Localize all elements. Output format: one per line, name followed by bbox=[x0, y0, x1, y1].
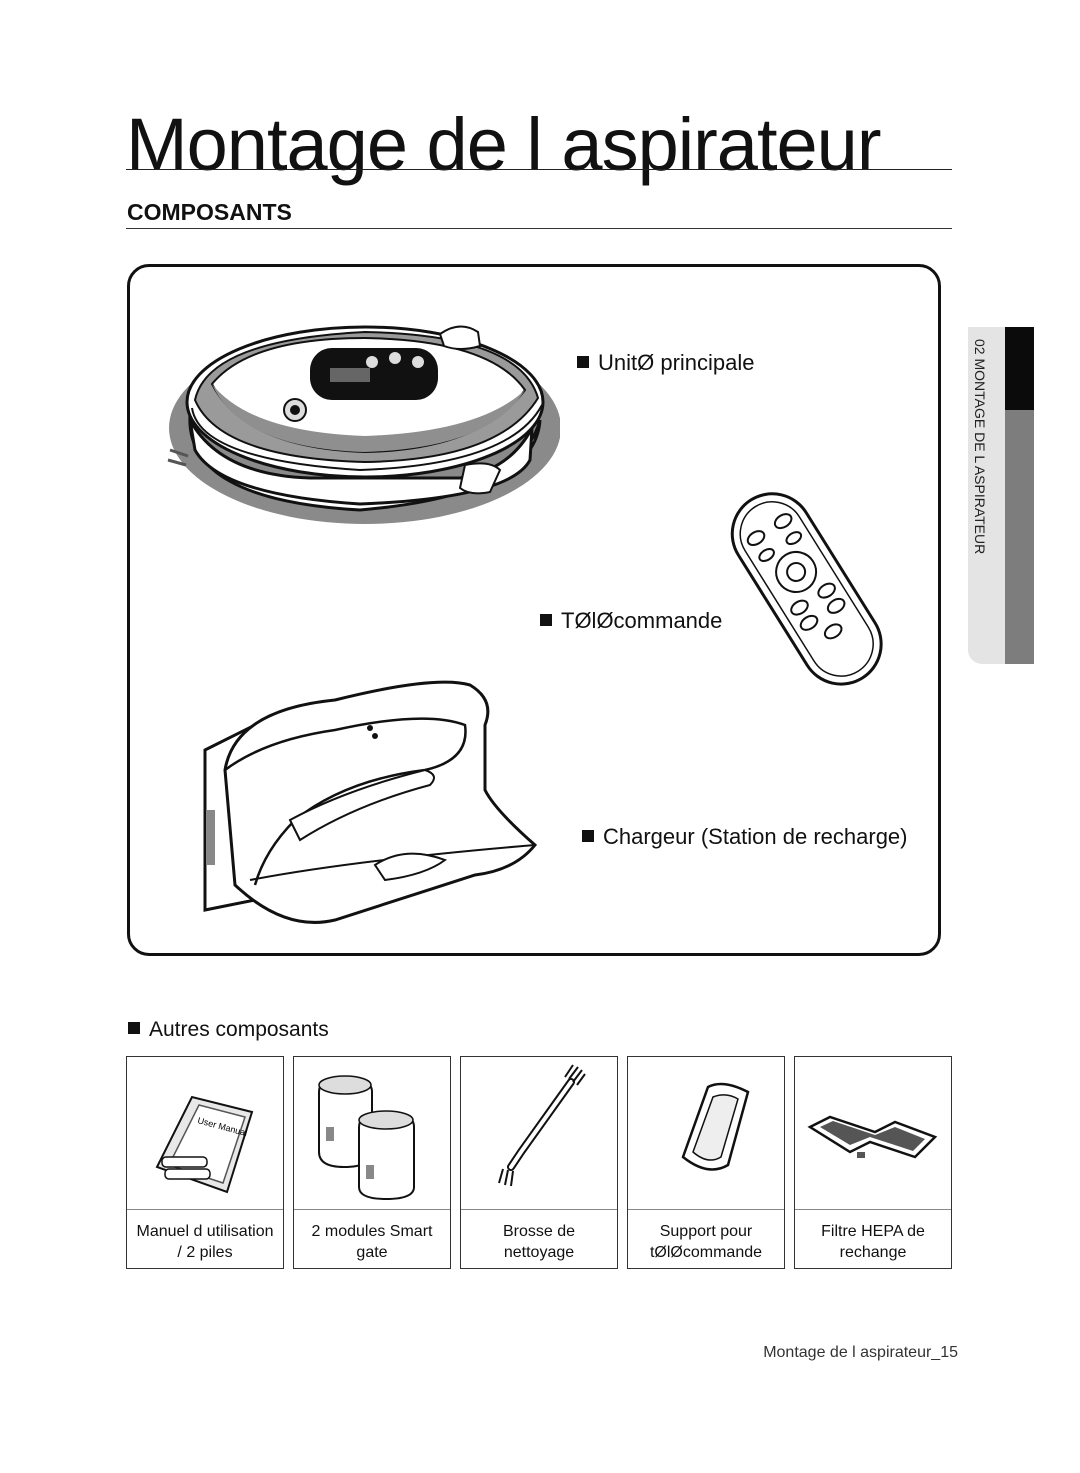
card-separator bbox=[294, 1209, 450, 1210]
section-heading: COMPOSANTS bbox=[127, 199, 292, 225]
accessory-caption: Filtre HEPA de rechange bbox=[821, 1223, 925, 1261]
remote-control-icon bbox=[730, 492, 883, 686]
chapter-tab-background bbox=[968, 327, 1005, 664]
card-separator bbox=[628, 1209, 784, 1210]
card-separator bbox=[795, 1209, 951, 1210]
bullet-square bbox=[540, 614, 552, 626]
components-panel bbox=[127, 264, 941, 956]
chapter-tab-marker bbox=[1005, 327, 1034, 410]
cleaning-brush-icon bbox=[498, 1064, 586, 1187]
bullet-square bbox=[577, 356, 589, 368]
section-divider bbox=[126, 228, 952, 229]
robot-vacuum-icon bbox=[167, 325, 560, 524]
title-divider bbox=[126, 169, 952, 170]
accessory-card: 2 modules Smart gate bbox=[293, 1056, 451, 1269]
chapter-tab-label: 02 MONTAGE DE L ASPIRATEUR bbox=[972, 339, 988, 555]
main-unit-label: UnitØ principale bbox=[577, 352, 755, 374]
remote-label: TØlØcommande bbox=[540, 610, 722, 632]
card-separator bbox=[127, 1209, 283, 1210]
other-components-label: Autres composants bbox=[128, 1019, 329, 1040]
page-footer: Montage de l aspirateur_15 bbox=[763, 1344, 958, 1361]
bullet-square bbox=[128, 1022, 140, 1034]
smart-gate-icon bbox=[318, 1075, 415, 1201]
accessory-caption: Manuel d utilisation / 2 piles bbox=[136, 1223, 274, 1261]
accessory-caption: 2 modules Smart gate bbox=[311, 1223, 433, 1261]
page-title: Montage de l aspirateur bbox=[126, 103, 881, 186]
accessory-card: Support pour tØlØcommande bbox=[627, 1056, 785, 1269]
charger-label: Chargeur (Station de recharge) bbox=[582, 826, 908, 848]
accessory-caption: Support pour tØlØcommande bbox=[649, 1223, 763, 1261]
bullet-square bbox=[582, 830, 594, 842]
accessory-card: User Manual Manuel d utilisation / 2 pil… bbox=[126, 1056, 284, 1269]
accessory-card: Filtre HEPA de rechange bbox=[794, 1056, 952, 1269]
accessory-caption: Brosse de nettoyage bbox=[502, 1223, 576, 1261]
manual-batteries-icon: User Manual bbox=[155, 1095, 254, 1194]
hepa-filter-icon bbox=[807, 1115, 938, 1159]
card-separator bbox=[461, 1209, 617, 1210]
remote-holder-icon bbox=[681, 1082, 750, 1171]
charging-station-icon bbox=[203, 680, 538, 924]
chapter-tab-bar bbox=[1005, 410, 1034, 664]
accessory-card: Brosse de nettoyage bbox=[460, 1056, 618, 1269]
